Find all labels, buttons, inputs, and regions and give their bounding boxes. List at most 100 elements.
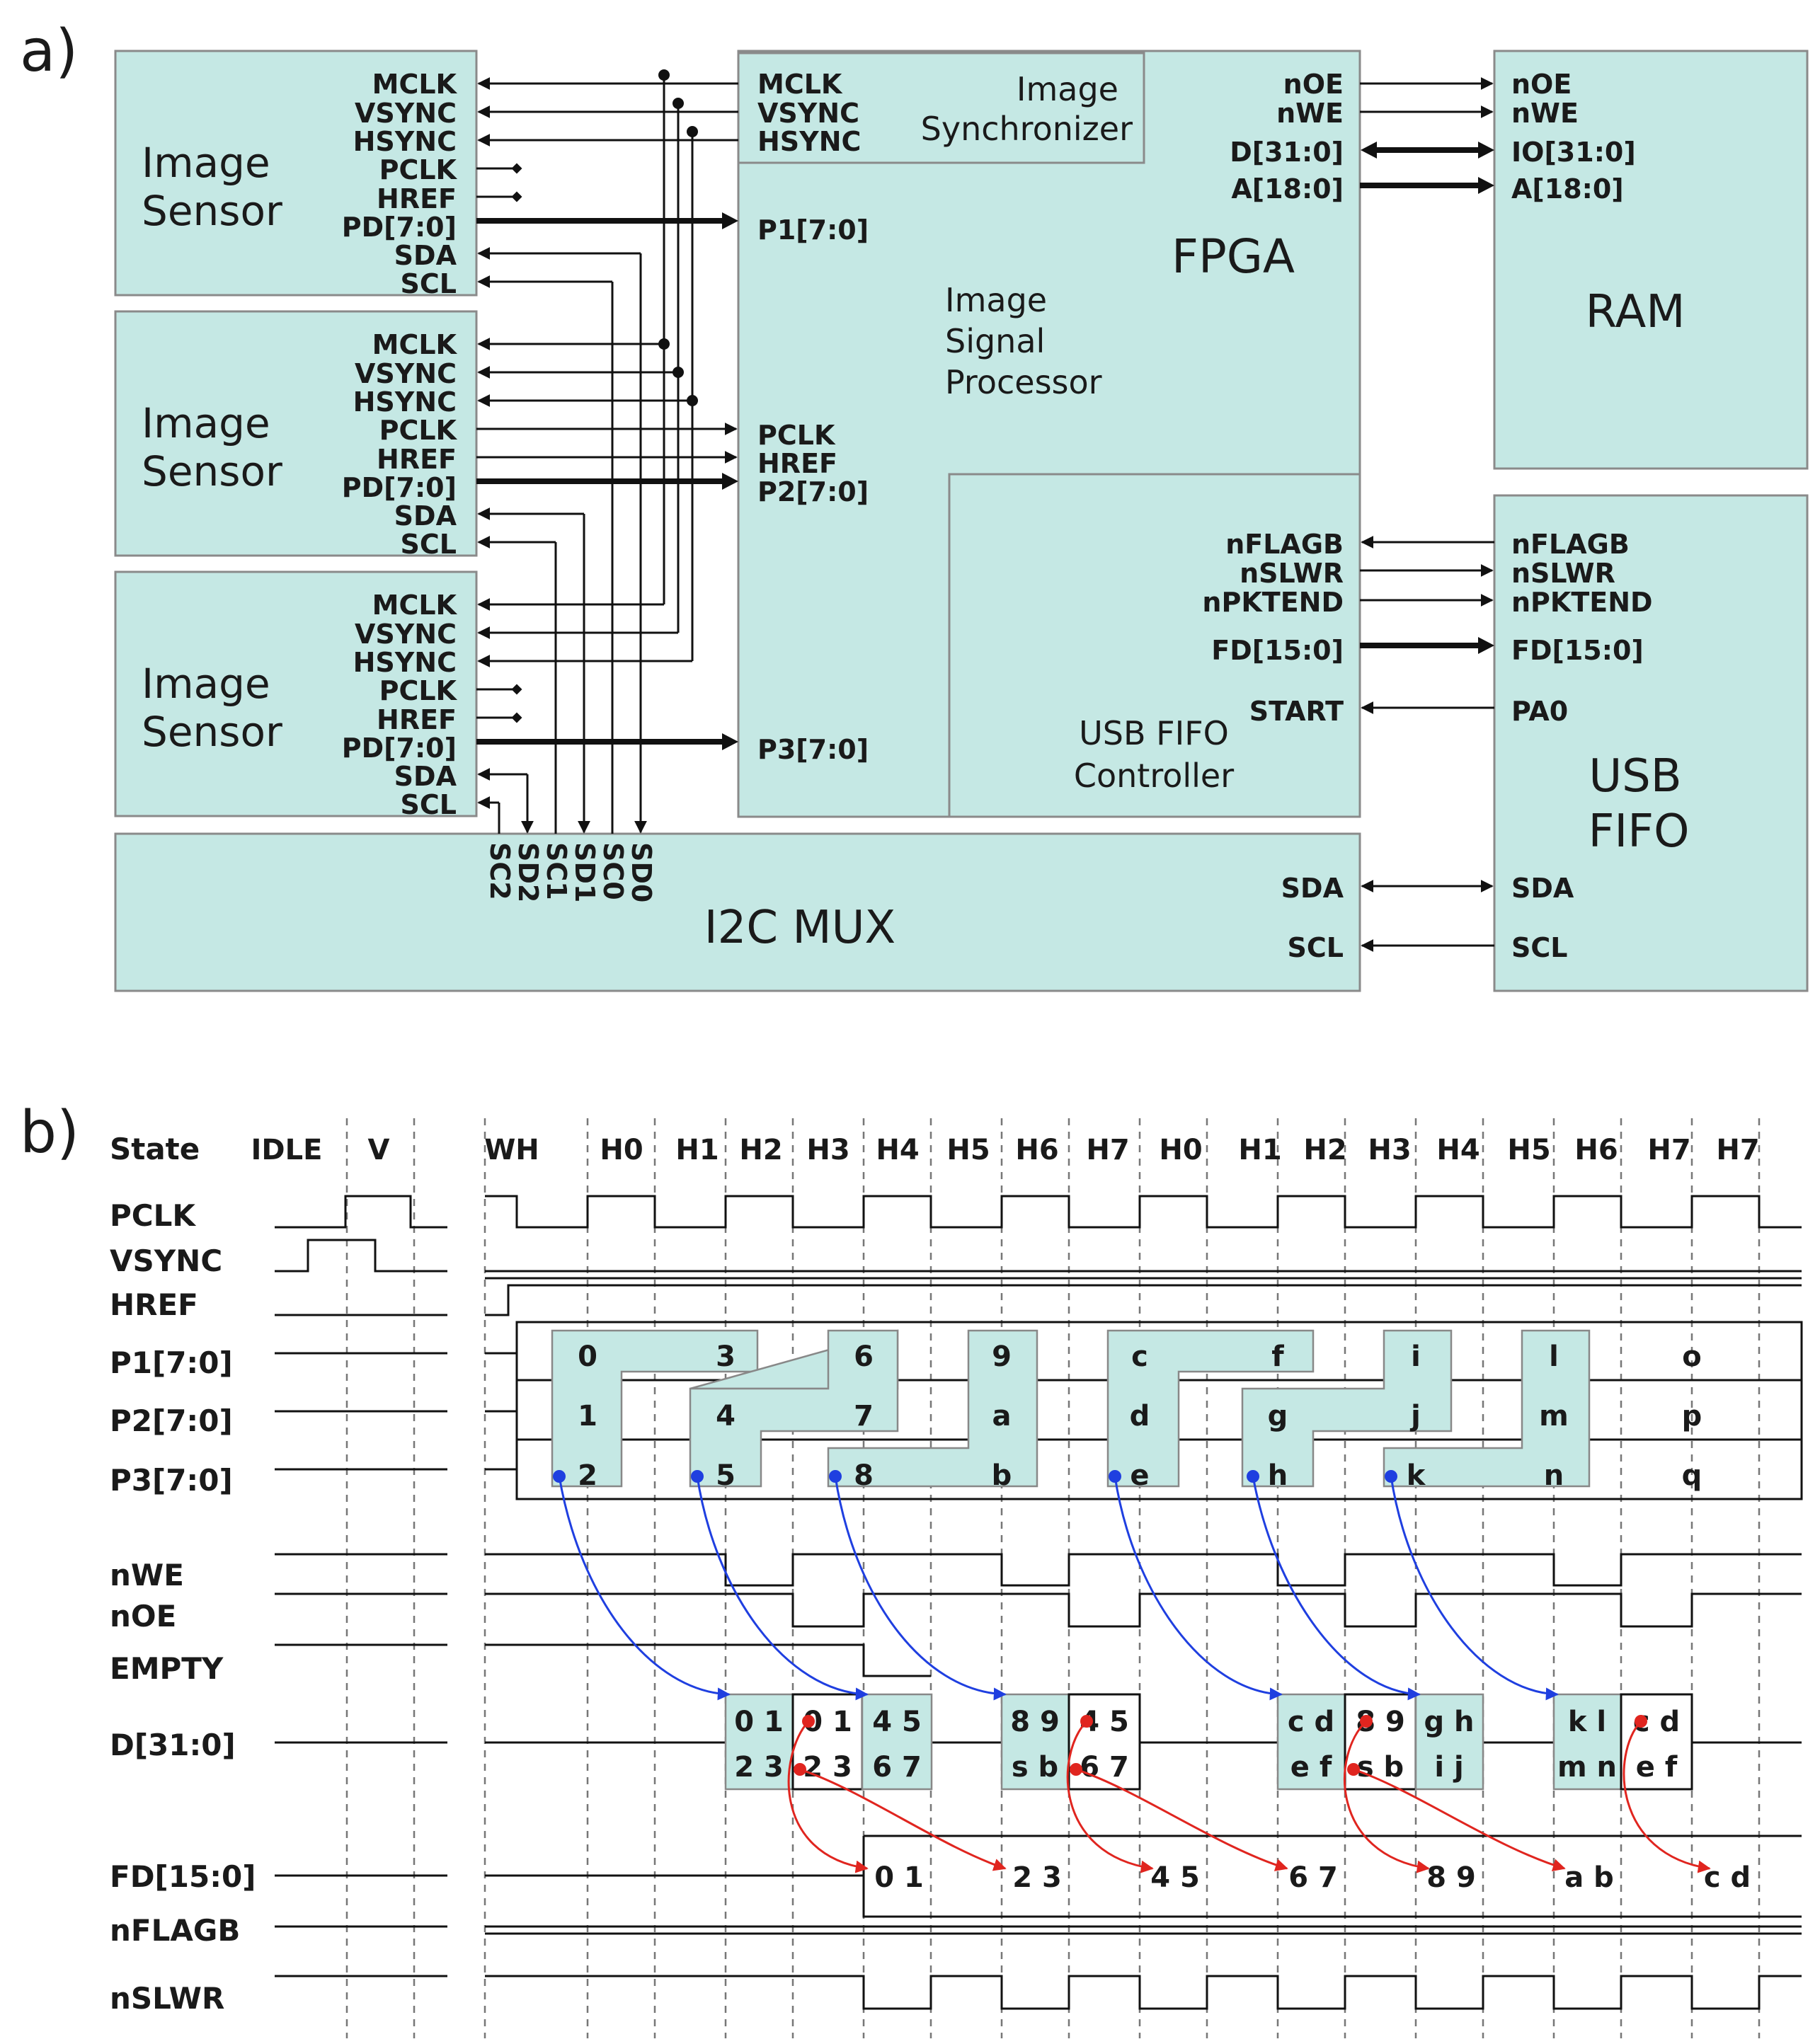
- isp-title-line3: Processor: [945, 363, 1102, 401]
- p1-value: o: [1682, 1340, 1701, 1373]
- signal-state: State: [110, 1132, 200, 1166]
- p2-value: p: [1682, 1400, 1702, 1432]
- p3-value: n: [1544, 1459, 1564, 1492]
- p2-value: 7: [854, 1400, 874, 1432]
- pclk-wave: [275, 1195, 447, 1229]
- state-label: WH: [484, 1134, 539, 1166]
- usb-fifo-title-line2: FIFO: [1589, 805, 1690, 858]
- s1-pin-scl: SCL: [401, 268, 457, 299]
- p3-value: 2: [578, 1459, 597, 1492]
- state-label: H3: [1368, 1134, 1411, 1166]
- signal-vsync: VSYNC: [110, 1244, 222, 1278]
- fpga-pin-a: A[18:0]: [1231, 173, 1344, 205]
- s2-pin-mclk: MCLK: [372, 329, 458, 360]
- ram-box: [1493, 50, 1809, 470]
- ram-pin-noe: nOE: [1511, 69, 1572, 100]
- usb-fifo-controller-box: [948, 473, 1361, 818]
- synchronizer-title-line2: Synchronizer: [921, 110, 1133, 148]
- state-label: H7: [1086, 1134, 1129, 1166]
- nwe-wave: [485, 1553, 1802, 1587]
- red-transfer-arrows: [787, 1715, 1711, 1873]
- s3-pin-mclk: MCLK: [372, 590, 458, 621]
- i2c-pin-scl: SCL: [1288, 932, 1344, 963]
- s2-pin-scl: SCL: [401, 529, 457, 560]
- i2c-pin-sda: SDA: [1281, 873, 1344, 904]
- state-label: H3: [806, 1134, 849, 1166]
- fd-word: c d: [1704, 1861, 1751, 1894]
- signal-nflagb: nFLAGB: [110, 1913, 240, 1948]
- p3-value: e: [1130, 1459, 1149, 1492]
- sensor-3-title-line2: Sensor: [142, 708, 282, 756]
- state-label: H5: [1507, 1134, 1550, 1166]
- fifo-pin-scl: SCL: [1511, 932, 1567, 963]
- s2-pin-hsync: HSYNC: [353, 386, 457, 418]
- fd-word: 4 5: [1150, 1861, 1200, 1894]
- s3-pin-vsync: VSYNC: [355, 619, 457, 650]
- ctrl-pin-npktend: nPKTEND: [1202, 587, 1344, 618]
- image-sensor-2-box: [114, 310, 478, 557]
- state-label: H2: [739, 1134, 782, 1166]
- signal-p1: P1[7:0]: [110, 1345, 233, 1380]
- d-word-high: 8 9: [1010, 1706, 1060, 1738]
- s1-pin-pclk: PCLK: [379, 154, 458, 185]
- s2-pin-sda: SDA: [394, 500, 457, 532]
- fifo-pin-npktend: nPKTEND: [1511, 587, 1653, 618]
- i2c-channel-sd2: SD2: [513, 842, 544, 902]
- fd-word: 8 9: [1426, 1861, 1476, 1894]
- empty-wave: [485, 1643, 931, 1677]
- panel-b-label: b): [20, 1099, 79, 1166]
- pixel-bus-wires: [476, 163, 738, 750]
- signal-p3: P3[7:0]: [110, 1463, 233, 1498]
- signal-p2: P2[7:0]: [110, 1403, 233, 1438]
- sensor-3-title-line1: Image: [142, 660, 270, 708]
- s1-pin-hsync: HSYNC: [353, 126, 457, 157]
- s1-pin-mclk: MCLK: [372, 69, 458, 100]
- isp-title-line2: Signal: [945, 322, 1045, 360]
- d-word-low: 6 7: [872, 1751, 922, 1784]
- p1-value: 9: [992, 1340, 1012, 1373]
- fpga-pin-p3: P3[7:0]: [757, 734, 869, 765]
- p3-value: b: [992, 1459, 1012, 1492]
- nslwr-wave: [485, 1975, 1802, 2010]
- p1-value: l: [1549, 1340, 1559, 1373]
- sensor-2-title-line1: Image: [142, 399, 270, 447]
- p2-value: 1: [578, 1400, 597, 1432]
- p3-value: 5: [716, 1459, 736, 1492]
- d-word-high: 0 1: [734, 1706, 784, 1738]
- state-label: H2: [1303, 1134, 1346, 1166]
- fd-word: 2 3: [1012, 1861, 1062, 1894]
- d-word-low: s b: [1012, 1751, 1058, 1784]
- s1-pin-href: HREF: [377, 183, 457, 214]
- p1-value: 3: [716, 1340, 736, 1373]
- state-label: H7: [1716, 1134, 1759, 1166]
- pixel-groups: [551, 1329, 1591, 1488]
- usb-ctrl-title-line1: USB FIFO: [1079, 714, 1229, 752]
- ctrl-pin-nflagb: nFLAGB: [1225, 529, 1344, 560]
- state-label: H7: [1647, 1134, 1690, 1166]
- p1-value: i: [1411, 1340, 1421, 1373]
- d-word-low: i j: [1434, 1751, 1463, 1784]
- s2-pin-href: HREF: [377, 444, 457, 475]
- block-diagram: a) Image Sensor Image Sensor Image Senso…: [20, 18, 1809, 992]
- d-word-low: 2 3: [734, 1751, 784, 1784]
- d-word-high: k l: [1568, 1706, 1606, 1738]
- image-sensor-1-box: [114, 50, 478, 297]
- ram-pin-a: A[18:0]: [1511, 173, 1624, 205]
- fpga-pin-p1: P1[7:0]: [757, 214, 869, 246]
- s1-pin-vsync: VSYNC: [355, 98, 457, 129]
- state-label: IDLE: [251, 1134, 323, 1166]
- p3-value: q: [1682, 1459, 1702, 1492]
- clock-sync-wires: [477, 69, 738, 667]
- ram-pin-io: IO[31:0]: [1511, 137, 1636, 168]
- i2c-wires: [477, 247, 647, 834]
- fd-word: 0 1: [874, 1861, 924, 1894]
- fpga-pin-p2: P2[7:0]: [757, 476, 869, 507]
- d-word-low: e f: [1636, 1751, 1678, 1784]
- p3-value: 8: [854, 1459, 874, 1492]
- d-word-low: 6 7: [1080, 1751, 1129, 1784]
- fpga-pin-noe: nOE: [1283, 69, 1344, 100]
- s3-pin-pd: PD[7:0]: [342, 733, 457, 764]
- i2c-channel-sc1: SC1: [541, 842, 572, 900]
- i2c-channel-sc2: SC2: [484, 842, 515, 900]
